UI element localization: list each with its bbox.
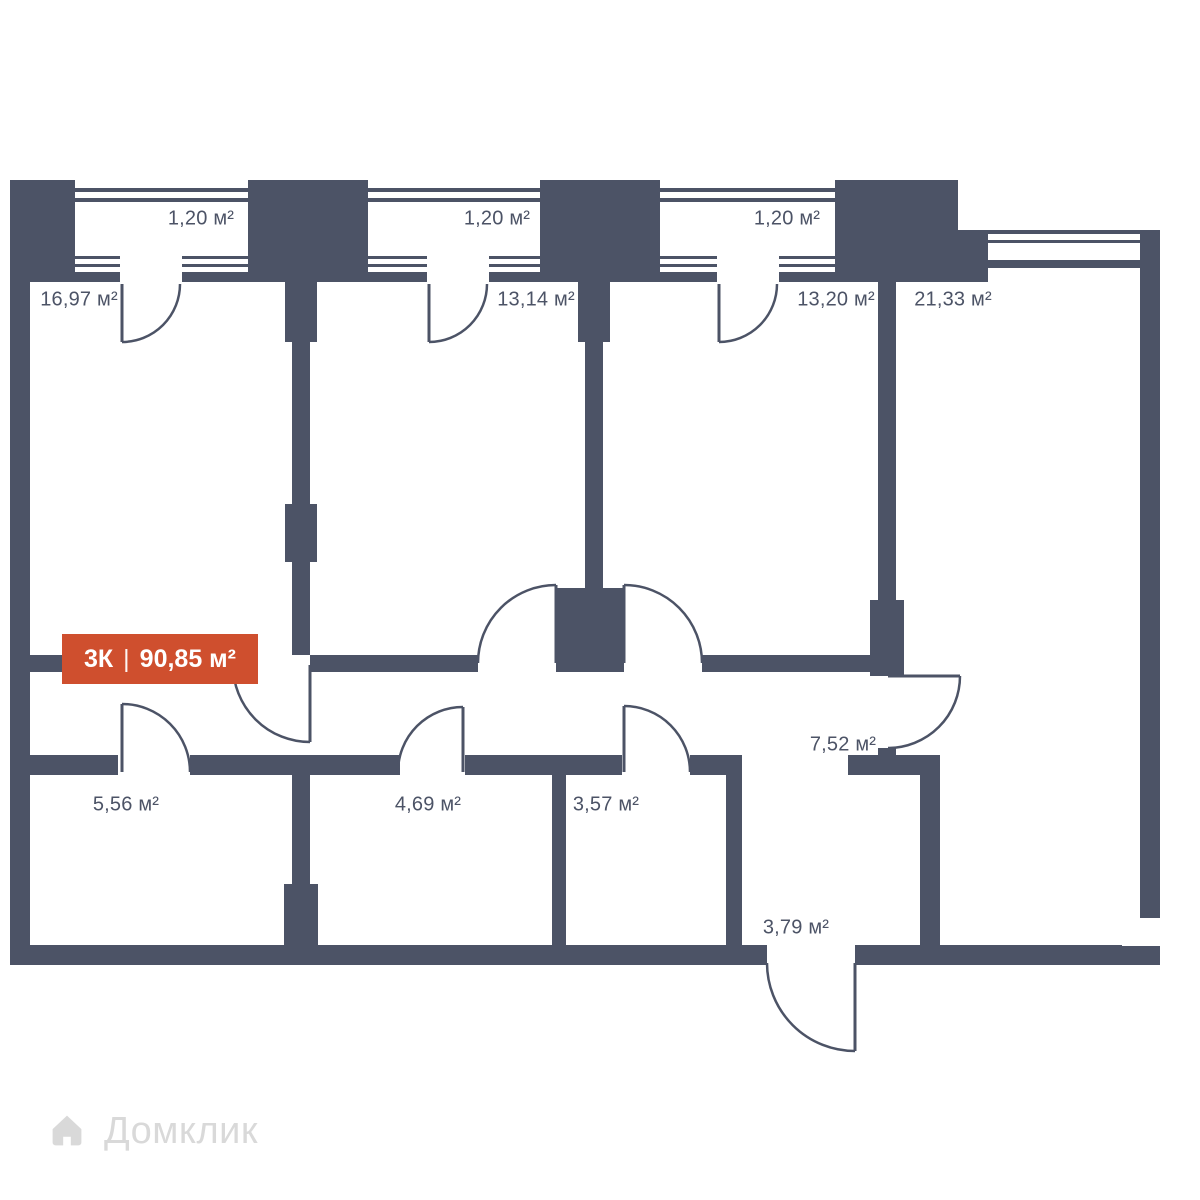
wall-pier — [578, 282, 610, 342]
wall-pier — [248, 180, 368, 282]
wall-pier — [556, 588, 624, 672]
wall-interior — [878, 264, 896, 676]
wall-interior — [310, 655, 478, 672]
door-opening — [717, 254, 779, 284]
balcony-glazing — [368, 198, 540, 202]
wall-interior — [190, 755, 400, 775]
balcony-glazing — [660, 198, 835, 202]
wall-interior — [848, 755, 940, 775]
room-area-label: 5,56 м² — [92, 793, 160, 816]
wall-segment — [940, 230, 988, 282]
apartment-total-area: 90,85 м² — [139, 644, 236, 673]
room-area-label: 13,20 м² — [797, 288, 875, 311]
wall-interior — [690, 755, 742, 775]
wall-interior — [702, 655, 878, 672]
wall-left — [10, 264, 30, 965]
balcony-glazing — [75, 188, 248, 192]
room-area-label: 3,57 м² — [572, 793, 640, 816]
room-area-label: 7,52 м² — [809, 733, 877, 756]
door-swing-arc — [623, 704, 692, 773]
door-opening — [427, 254, 489, 284]
wall-right — [1140, 230, 1160, 965]
wall-interior — [585, 282, 603, 592]
apartment-type-badge: 3К | 90,85 м² — [62, 634, 258, 684]
domclick-house-icon — [52, 1115, 82, 1146]
wall-openings — [120, 254, 1160, 946]
wall-interior — [30, 755, 118, 775]
room-area-label: 4,69 м² — [394, 793, 462, 816]
door-swing-arc — [428, 283, 489, 344]
door-swing-arc — [718, 283, 779, 344]
wall-bottom — [10, 945, 767, 965]
wall-bottom — [855, 945, 1160, 965]
balcony-area-label: 1,20 м² — [463, 207, 531, 230]
wall-interior — [726, 775, 742, 945]
room-area-label: 21,33 м² — [914, 288, 992, 311]
room-area-label: 13,14 м² — [497, 288, 575, 311]
wall-interior — [920, 775, 940, 945]
window — [988, 230, 1140, 234]
wall-interior — [465, 755, 622, 775]
door-swing-arc — [396, 705, 464, 773]
balcony-glazing — [368, 188, 540, 192]
door-swing-arc — [121, 283, 182, 344]
door-swing-arc — [121, 702, 192, 773]
door-swing-arc — [887, 675, 962, 750]
wall-pier — [835, 180, 958, 282]
balcony-glazing — [75, 198, 248, 202]
balcony-area-label: 1,20 м² — [167, 207, 235, 230]
door-opening — [120, 254, 182, 284]
room-area-label: 16,97 м² — [40, 288, 118, 311]
wall-niche — [1122, 918, 1160, 946]
room-area-label: 3,79 м² — [762, 916, 830, 939]
wall-pier — [540, 180, 660, 282]
wall-pier — [285, 504, 317, 562]
apartment-type: 3К — [84, 644, 114, 673]
window — [988, 240, 1140, 243]
badge-separator: | — [123, 644, 130, 673]
watermark-brand: Домклик — [104, 1109, 258, 1152]
window — [988, 260, 1140, 268]
watermark: Домклик — [44, 1108, 258, 1154]
door-swing-arc — [623, 583, 704, 664]
wall-pier — [285, 282, 317, 342]
balcony-glazing — [660, 188, 835, 192]
door-swing-arc — [476, 583, 557, 664]
door-swing-arc — [765, 962, 856, 1053]
balcony-area-label: 1,20 м² — [753, 207, 821, 230]
wall-interior — [552, 775, 566, 945]
wall-pier — [284, 884, 318, 945]
